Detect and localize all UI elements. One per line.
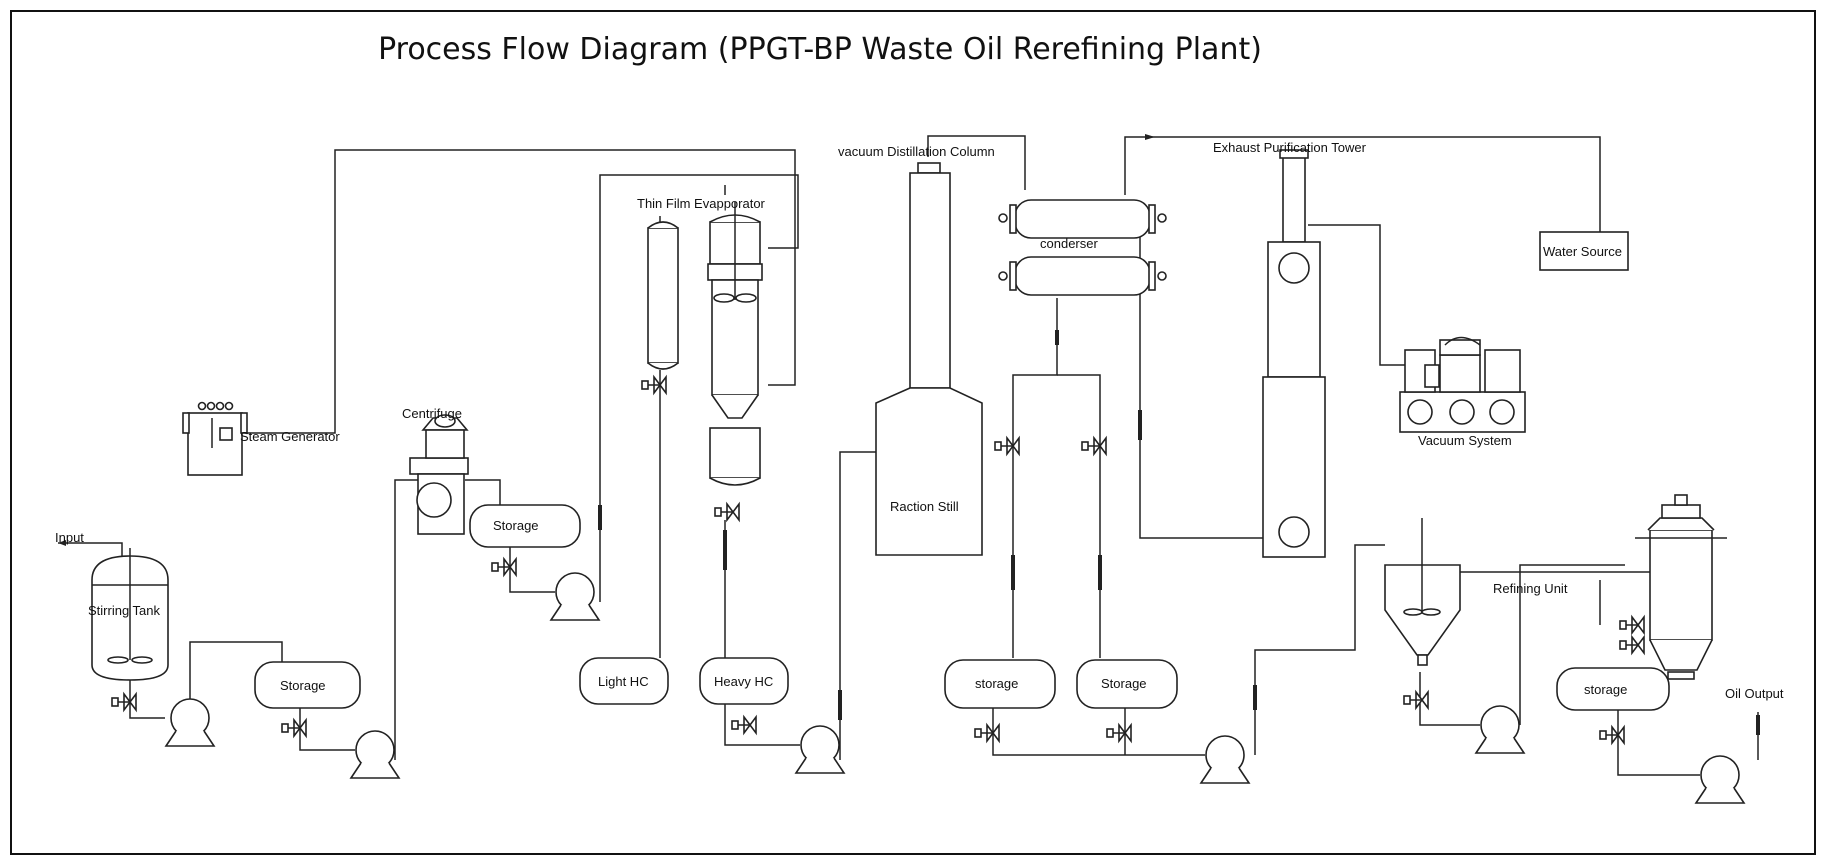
pump-2: [350, 730, 400, 779]
pump-6: [1475, 705, 1525, 754]
valve-icon[interactable]: [731, 716, 757, 734]
storage-tank-1: [254, 661, 361, 709]
water-source: [1539, 231, 1629, 271]
valve-icon[interactable]: [1619, 616, 1645, 634]
vacuum-system: [1399, 336, 1526, 433]
label-storage-1: Storage: [280, 678, 326, 693]
label-vacuum-distillation-column: vacuum Distillation Column: [838, 144, 995, 159]
label-water-source: Water Source: [1543, 244, 1622, 259]
label-condenser: conderser: [1040, 236, 1098, 251]
label-vacuum-system: Vacuum System: [1418, 433, 1512, 448]
valve-icon[interactable]: [641, 376, 667, 394]
label-centrifuge: Centrifuge: [402, 406, 462, 421]
thin-film-condenser-tank: [647, 216, 679, 370]
pump-3: [550, 572, 600, 621]
valve-icon[interactable]: [1599, 726, 1625, 744]
pump-4: [795, 725, 845, 774]
stirring-tank: [91, 548, 169, 681]
storage-tank-5: [1556, 667, 1670, 711]
valve-icon[interactable]: [974, 724, 1000, 742]
refining-unit-mixer: [1384, 518, 1461, 666]
steam-generator: [182, 401, 248, 476]
exhaust-purification-tower: [1262, 149, 1326, 558]
valve-icon[interactable]: [1106, 724, 1132, 742]
label-storage-5: storage: [1584, 682, 1627, 697]
pump-5: [1200, 735, 1250, 784]
label-input: Input: [55, 530, 84, 545]
centrifuge: [409, 414, 469, 535]
valve-icon[interactable]: [491, 558, 517, 576]
label-light-hc: Light HC: [598, 674, 649, 689]
pump-1: [165, 698, 215, 747]
thin-film-evaporator: [707, 202, 763, 486]
storage-tank-2: [469, 504, 581, 548]
storage-tank-3: [944, 659, 1056, 709]
storage-tank-4: [1076, 659, 1178, 709]
label-storage-2: Storage: [493, 518, 539, 533]
label-oil-output: Oil Output: [1725, 686, 1784, 701]
valve-icon[interactable]: [714, 503, 740, 521]
condenser-upper: [998, 199, 1167, 239]
refining-unit-filter: [1635, 494, 1727, 680]
valve-icon[interactable]: [111, 693, 137, 711]
diagram-title: Process Flow Diagram (PPGT-BP Waste Oil …: [378, 32, 1262, 67]
label-storage-4: Storage: [1101, 676, 1147, 691]
label-exhaust-purification-tower: Exhaust Purification Tower: [1213, 140, 1367, 155]
label-steam-generator: Steam Generator: [240, 429, 340, 444]
valve-icon[interactable]: [994, 437, 1020, 455]
label-stirring-tank: Stirring Tank: [88, 603, 161, 618]
label-storage-3: storage: [975, 676, 1018, 691]
label-raction-still: Raction Still: [890, 499, 959, 514]
heavy-hc-tank: [699, 657, 789, 705]
valve-icon[interactable]: [1403, 691, 1429, 709]
light-hc-tank: [579, 657, 669, 705]
valve-icon[interactable]: [1081, 437, 1107, 455]
pump-7: [1695, 755, 1745, 804]
valve-icon[interactable]: [281, 719, 307, 737]
label-heavy-hc: Heavy HC: [714, 674, 773, 689]
condenser-lower: [998, 256, 1167, 296]
valve-icon[interactable]: [1619, 636, 1645, 654]
label-refining-unit: Refining Unit: [1493, 581, 1568, 596]
label-thin-film-evaporator: Thin Film Evapporator: [637, 196, 766, 211]
vacuum-distillation-column: [875, 162, 983, 556]
